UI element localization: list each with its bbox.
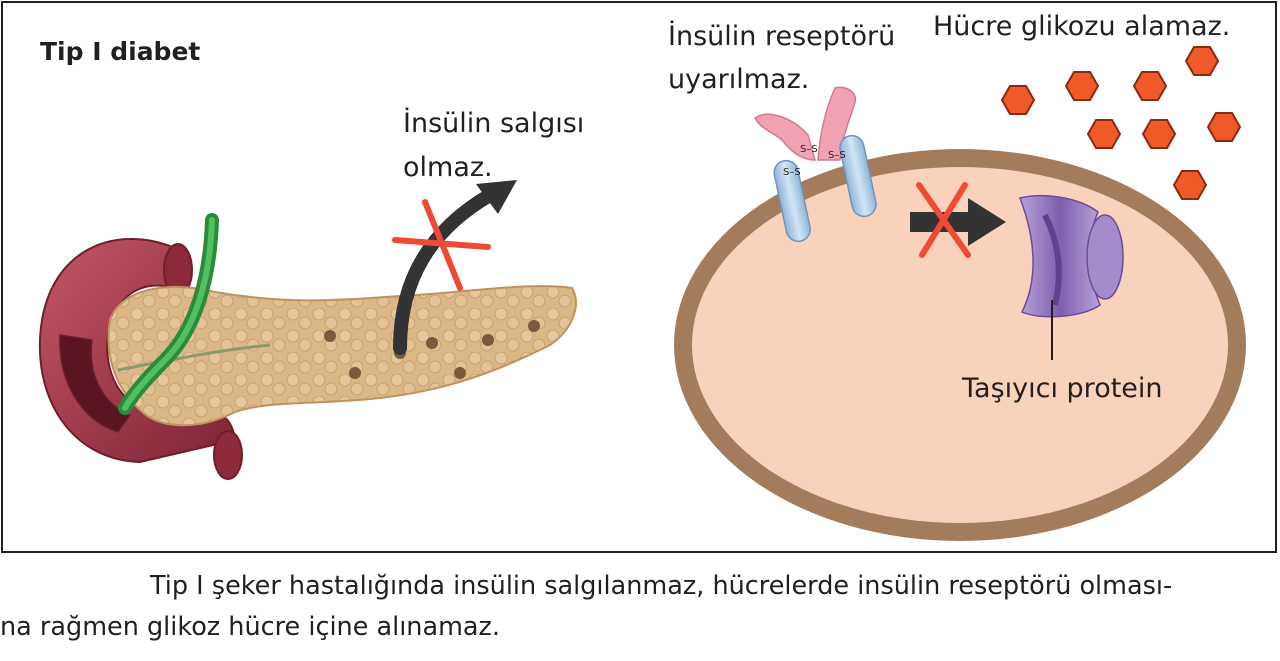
islet-cell (528, 320, 540, 332)
glucose-molecule (1000, 85, 1036, 115)
pancreas-body (107, 285, 577, 427)
duodenum-lower-end (213, 430, 243, 480)
insulin-receptor: S–S S–S S–S (754, 86, 877, 243)
glucose-molecule (1206, 112, 1242, 142)
islet-cell (426, 337, 438, 349)
secretion-blocked-cross (392, 199, 491, 291)
receptor-alpha-chain (817, 86, 857, 161)
caption-line-1: Tip I şeker hastalığında insülin salgıla… (150, 571, 1173, 601)
islet-cell (482, 334, 494, 346)
protein-label: Taşıyıcı protein (961, 373, 1163, 404)
bile-duct-highlight (122, 217, 215, 411)
glucose-molecule (1141, 119, 1177, 149)
caption-line-2: na rağmen glikoz hücre içine alınamaz. (0, 612, 501, 642)
glucose-molecule (1064, 71, 1100, 101)
islet-cell (349, 367, 361, 379)
glucose-label: Hücre glikozu alamaz. (933, 11, 1230, 42)
glucose-molecule (1172, 170, 1208, 200)
glucose-molecule (1086, 119, 1122, 149)
duodenum-lumen (59, 334, 132, 433)
disulfide-bond-label: S–S (783, 167, 801, 178)
pancreatic-duct (117, 343, 271, 372)
secretion-arrow (393, 180, 517, 355)
glucose-molecule (1132, 71, 1168, 101)
signal-blocked-cross (916, 182, 971, 258)
secretion-label-line1: İnsülin salgısı (403, 107, 584, 139)
islet-cell (454, 367, 466, 379)
disulfide-bond-label: S–S (800, 144, 818, 155)
cell-illustration (674, 149, 1246, 541)
receptor-beta-chain (839, 134, 877, 218)
pancreas-illustration (38, 213, 577, 480)
receptor-label-line2: uyarılmaz. (668, 64, 809, 95)
receptor-label-line1: İnsülin reseptörü (668, 20, 895, 52)
receptor-beta-chain (773, 159, 811, 243)
disulfide-bond-label: S–S (828, 150, 846, 161)
figure-heading: Tip I diabet (40, 37, 200, 66)
transport-protein (1018, 194, 1124, 318)
figure-caption: Tip I şeker hastalığında insülin salgıla… (0, 566, 1272, 648)
glucose-molecules (1000, 46, 1242, 200)
secretion-label-line2: olmaz. (403, 152, 493, 183)
receptor-alpha-chain (754, 113, 816, 161)
islet-cell (324, 330, 336, 342)
glucose-molecule (1184, 46, 1220, 76)
